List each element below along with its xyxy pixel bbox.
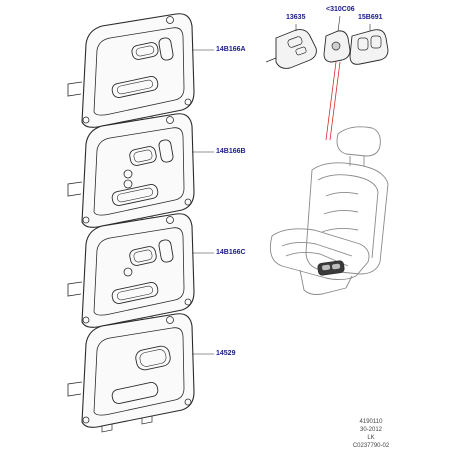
panel-leaders: [192, 49, 214, 355]
switch-module-310c06: [323, 15, 351, 63]
info-line-4: C0237790-02: [352, 443, 390, 449]
info-line-2: 30-2012: [359, 427, 383, 433]
callout-panel-2: 14B166B: [216, 148, 246, 155]
info-line-3: LK: [367, 435, 375, 441]
switch-module-15b691: [349, 24, 389, 65]
callout-switch-mid: <310C06: [326, 6, 355, 13]
switch-panel-4: [67, 313, 195, 433]
switch-module-13635: [265, 24, 317, 69]
seat-leader-lines: [325, 61, 341, 141]
info-line-1: 4190110: [359, 419, 383, 425]
info-block: 4190110 30-2012 LK C0237790-02: [344, 418, 398, 450]
callout-panel-4: 14529: [216, 350, 236, 357]
callout-panel-3: 14B166C: [216, 249, 246, 256]
seat-illustration: [269, 126, 389, 295]
seat-switch-module: [317, 260, 345, 276]
switch-panel-1: [67, 13, 195, 133]
callout-panel-1: 14B166A: [216, 46, 246, 53]
switch-panel-3: [67, 213, 195, 333]
switch-panel-2: [67, 113, 195, 233]
callout-switch-right: 15B691: [358, 14, 383, 21]
callout-switch-left: 13635: [286, 14, 306, 21]
